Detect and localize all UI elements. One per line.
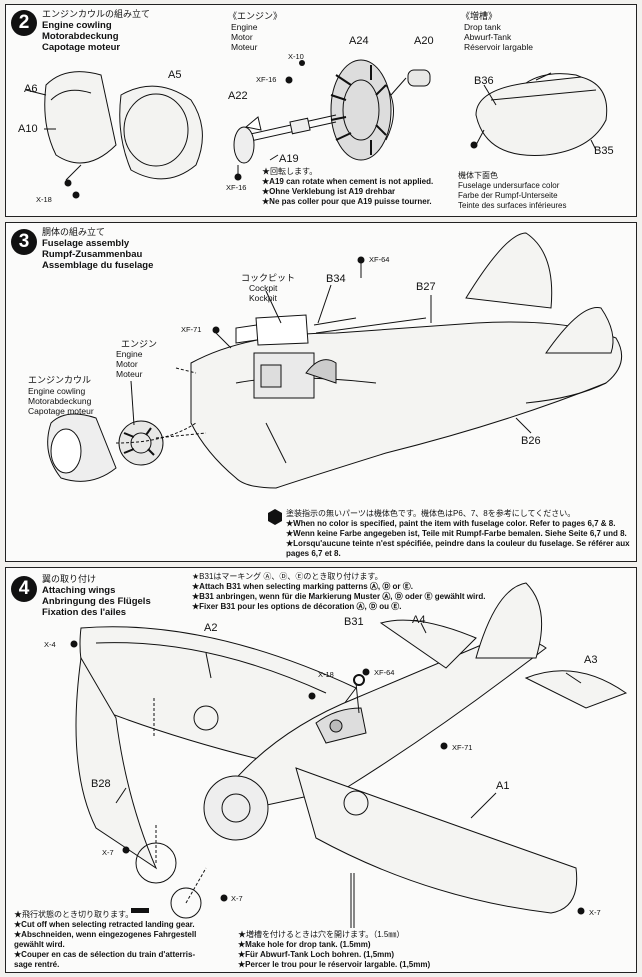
- color-note-de: ★Wenn keine Farbe angegeben ist, Teile m…: [286, 529, 627, 538]
- engine-de: Motor: [116, 359, 138, 369]
- color-note-fr-2: pages 6,7 et 8.: [286, 549, 341, 558]
- b31-note-fr: ★Fixer B31 pour les options de décoratio…: [192, 602, 402, 611]
- engine-label-de: Motor: [231, 32, 253, 42]
- b31-note-jp: ★B31はマーキング Ⓐ、Ⓓ、Ⓔのとき取り付けます。: [192, 572, 383, 581]
- color-note-jp: 塗装指示の無いパーツは機体色です。機体色はP6、7、8を参考にしてください。: [286, 509, 576, 518]
- step-3-panel: 3 胴体の組み立て Fuselage assembly Rumpf-Zusamm…: [5, 222, 637, 562]
- engine-jp: エンジン: [121, 339, 158, 349]
- part-a5: A5: [168, 69, 182, 81]
- gear-note-de-1: ★Abschneiden, wenn eingezogenes Fahrgest…: [14, 930, 197, 939]
- step-title-fr: Fixation des l'ailes: [42, 607, 127, 618]
- underside-jp: 機体下面色: [458, 171, 498, 180]
- part-a1: A1: [496, 780, 510, 792]
- rotate-note-fr: ★Ne pas coller pour que A19 puisse tourn…: [262, 197, 432, 206]
- part-a3: A3: [584, 654, 598, 666]
- underside-fr: Teinte des surfaces inférieures: [458, 201, 567, 210]
- part-b35: B35: [594, 145, 614, 157]
- marker-x7-c: X-7: [589, 908, 601, 917]
- part-a6: A6: [24, 83, 38, 95]
- marker-x18: X-18: [36, 195, 52, 204]
- marker-xf16-b: XF-16: [226, 183, 247, 192]
- part-b36: B36: [474, 75, 494, 87]
- tank-label-jp: 《増槽》: [461, 11, 498, 21]
- marker-x7-b: X-7: [231, 894, 243, 903]
- rotate-note-jp: ★回転します。: [262, 167, 318, 176]
- step-title-en: Engine cowling: [42, 20, 112, 31]
- step-2-drawing: [25, 59, 608, 199]
- marker-x18: X-18: [318, 670, 334, 679]
- marker-xf71: XF-71: [181, 325, 202, 334]
- marker-xf71: XF-71: [452, 743, 473, 752]
- part-a19: A19: [279, 153, 299, 165]
- b31-note-de: ★B31 anbringen, wenn für die Markierung …: [192, 592, 486, 601]
- part-a10: A10: [18, 123, 38, 135]
- tank-label-de: Abwurf-Tank: [464, 32, 512, 42]
- rotate-note-en: ★A19 can rotate when cement is not appli…: [262, 177, 434, 186]
- engine-label-fr: Moteur: [231, 42, 258, 52]
- cockpit-en: Cockpit: [249, 283, 278, 293]
- step-title-en: Attaching wings: [42, 585, 116, 596]
- step-title-de: Motorabdeckung: [42, 31, 119, 42]
- part-a2: A2: [204, 622, 218, 634]
- part-b27: B27: [416, 281, 436, 293]
- step-3-drawing: [47, 232, 623, 525]
- tank-note-jp: ★増槽を付けるときは穴を開けます。（1.5㎜）: [238, 930, 405, 939]
- marker-x7-a: X-7: [102, 848, 114, 857]
- part-b34: B34: [326, 273, 346, 285]
- marker-xf16-a: XF-16: [256, 75, 277, 84]
- engine-fr: Moteur: [116, 369, 143, 379]
- rotate-note-de: ★Ohne Verklebung ist A19 drehbar: [262, 187, 396, 196]
- step-4-drawing: [70, 582, 628, 928]
- cockpit-de: Kockpit: [249, 293, 277, 303]
- step-title-en: Fuselage assembly: [42, 238, 130, 249]
- gear-note-en: ★Cut off when selecting retracted landin…: [14, 920, 195, 929]
- step-title-fr: Assemblage du fuselage: [42, 260, 154, 271]
- tank-label-en: Drop tank: [464, 22, 501, 32]
- gear-note-fr-2: sage rentré.: [14, 960, 60, 969]
- marker-xf64: XF-64: [369, 255, 390, 264]
- marker-x10: X-10: [288, 52, 304, 61]
- gear-note-de-2: gewählt wird.: [14, 940, 65, 949]
- marker-x4: X-4: [44, 640, 56, 649]
- underside-en: Fuselage undersurface color: [458, 181, 560, 190]
- step-title-de: Rumpf-Zusammenbau: [42, 249, 143, 260]
- cowl-jp: エンジンカウル: [28, 375, 92, 385]
- step-4-panel: 4 翼の取り付け Attaching wings Anbringung des …: [5, 567, 637, 973]
- b31-note-en: ★Attach B31 when selecting marking patte…: [192, 582, 413, 591]
- cockpit-jp: コックピット: [241, 273, 296, 283]
- step-number: 3: [11, 229, 37, 255]
- step-number: 4: [11, 576, 37, 602]
- step-number: 2: [11, 10, 37, 36]
- color-note-fr-1: ★Lorsqu'aucune teinte n'est spécifiée, p…: [286, 539, 630, 548]
- gear-note-jp: ★飛行状態のとき切り取ります。: [14, 910, 134, 919]
- engine-en: Engine: [116, 349, 143, 359]
- step-title-fr: Capotage moteur: [42, 42, 121, 53]
- marker-xf64: XF-64: [374, 668, 395, 677]
- tank-note-de: ★Für Abwurf-Tank Loch bohren. (1,5mm): [238, 950, 395, 959]
- step-2-panel: 2 エンジンカウルの組み立て Engine cowling Motorabdec…: [5, 4, 637, 217]
- part-b26: B26: [521, 435, 541, 447]
- step-title-jp: 翼の取り付け: [42, 574, 97, 584]
- step-title-jp: 胴体の組み立て: [42, 227, 106, 237]
- tank-note-fr: ★Percer le trou pour le réservoir largab…: [238, 960, 431, 969]
- part-a22: A22: [228, 90, 248, 102]
- step-title-jp: エンジンカウルの組み立て: [42, 9, 151, 19]
- tank-label-fr: Réservoir largable: [464, 42, 533, 52]
- engine-label-en: Engine: [231, 22, 258, 32]
- cowl-en: Engine cowling: [28, 386, 86, 396]
- part-b28: B28: [91, 778, 111, 790]
- part-a24: A24: [349, 35, 369, 47]
- cowl-de: Motorabdeckung: [28, 396, 92, 406]
- part-b31: B31: [344, 616, 364, 628]
- cowl-fr: Capotage moteur: [28, 406, 94, 416]
- gear-note-fr-1: ★Couper en cas de sélection du train d'a…: [14, 950, 196, 959]
- step-title-de: Anbringung des Flügels: [42, 596, 151, 607]
- part-a20: A20: [414, 35, 434, 47]
- underside-de: Farbe der Rumpf-Unterseite: [458, 191, 558, 200]
- part-a4: A4: [412, 614, 426, 626]
- engine-label-jp: 《エンジン》: [228, 11, 283, 21]
- tank-note-en: ★Make hole for drop tank. (1.5mm): [238, 940, 371, 949]
- color-note-en: ★When no color is specified, paint the i…: [286, 519, 616, 528]
